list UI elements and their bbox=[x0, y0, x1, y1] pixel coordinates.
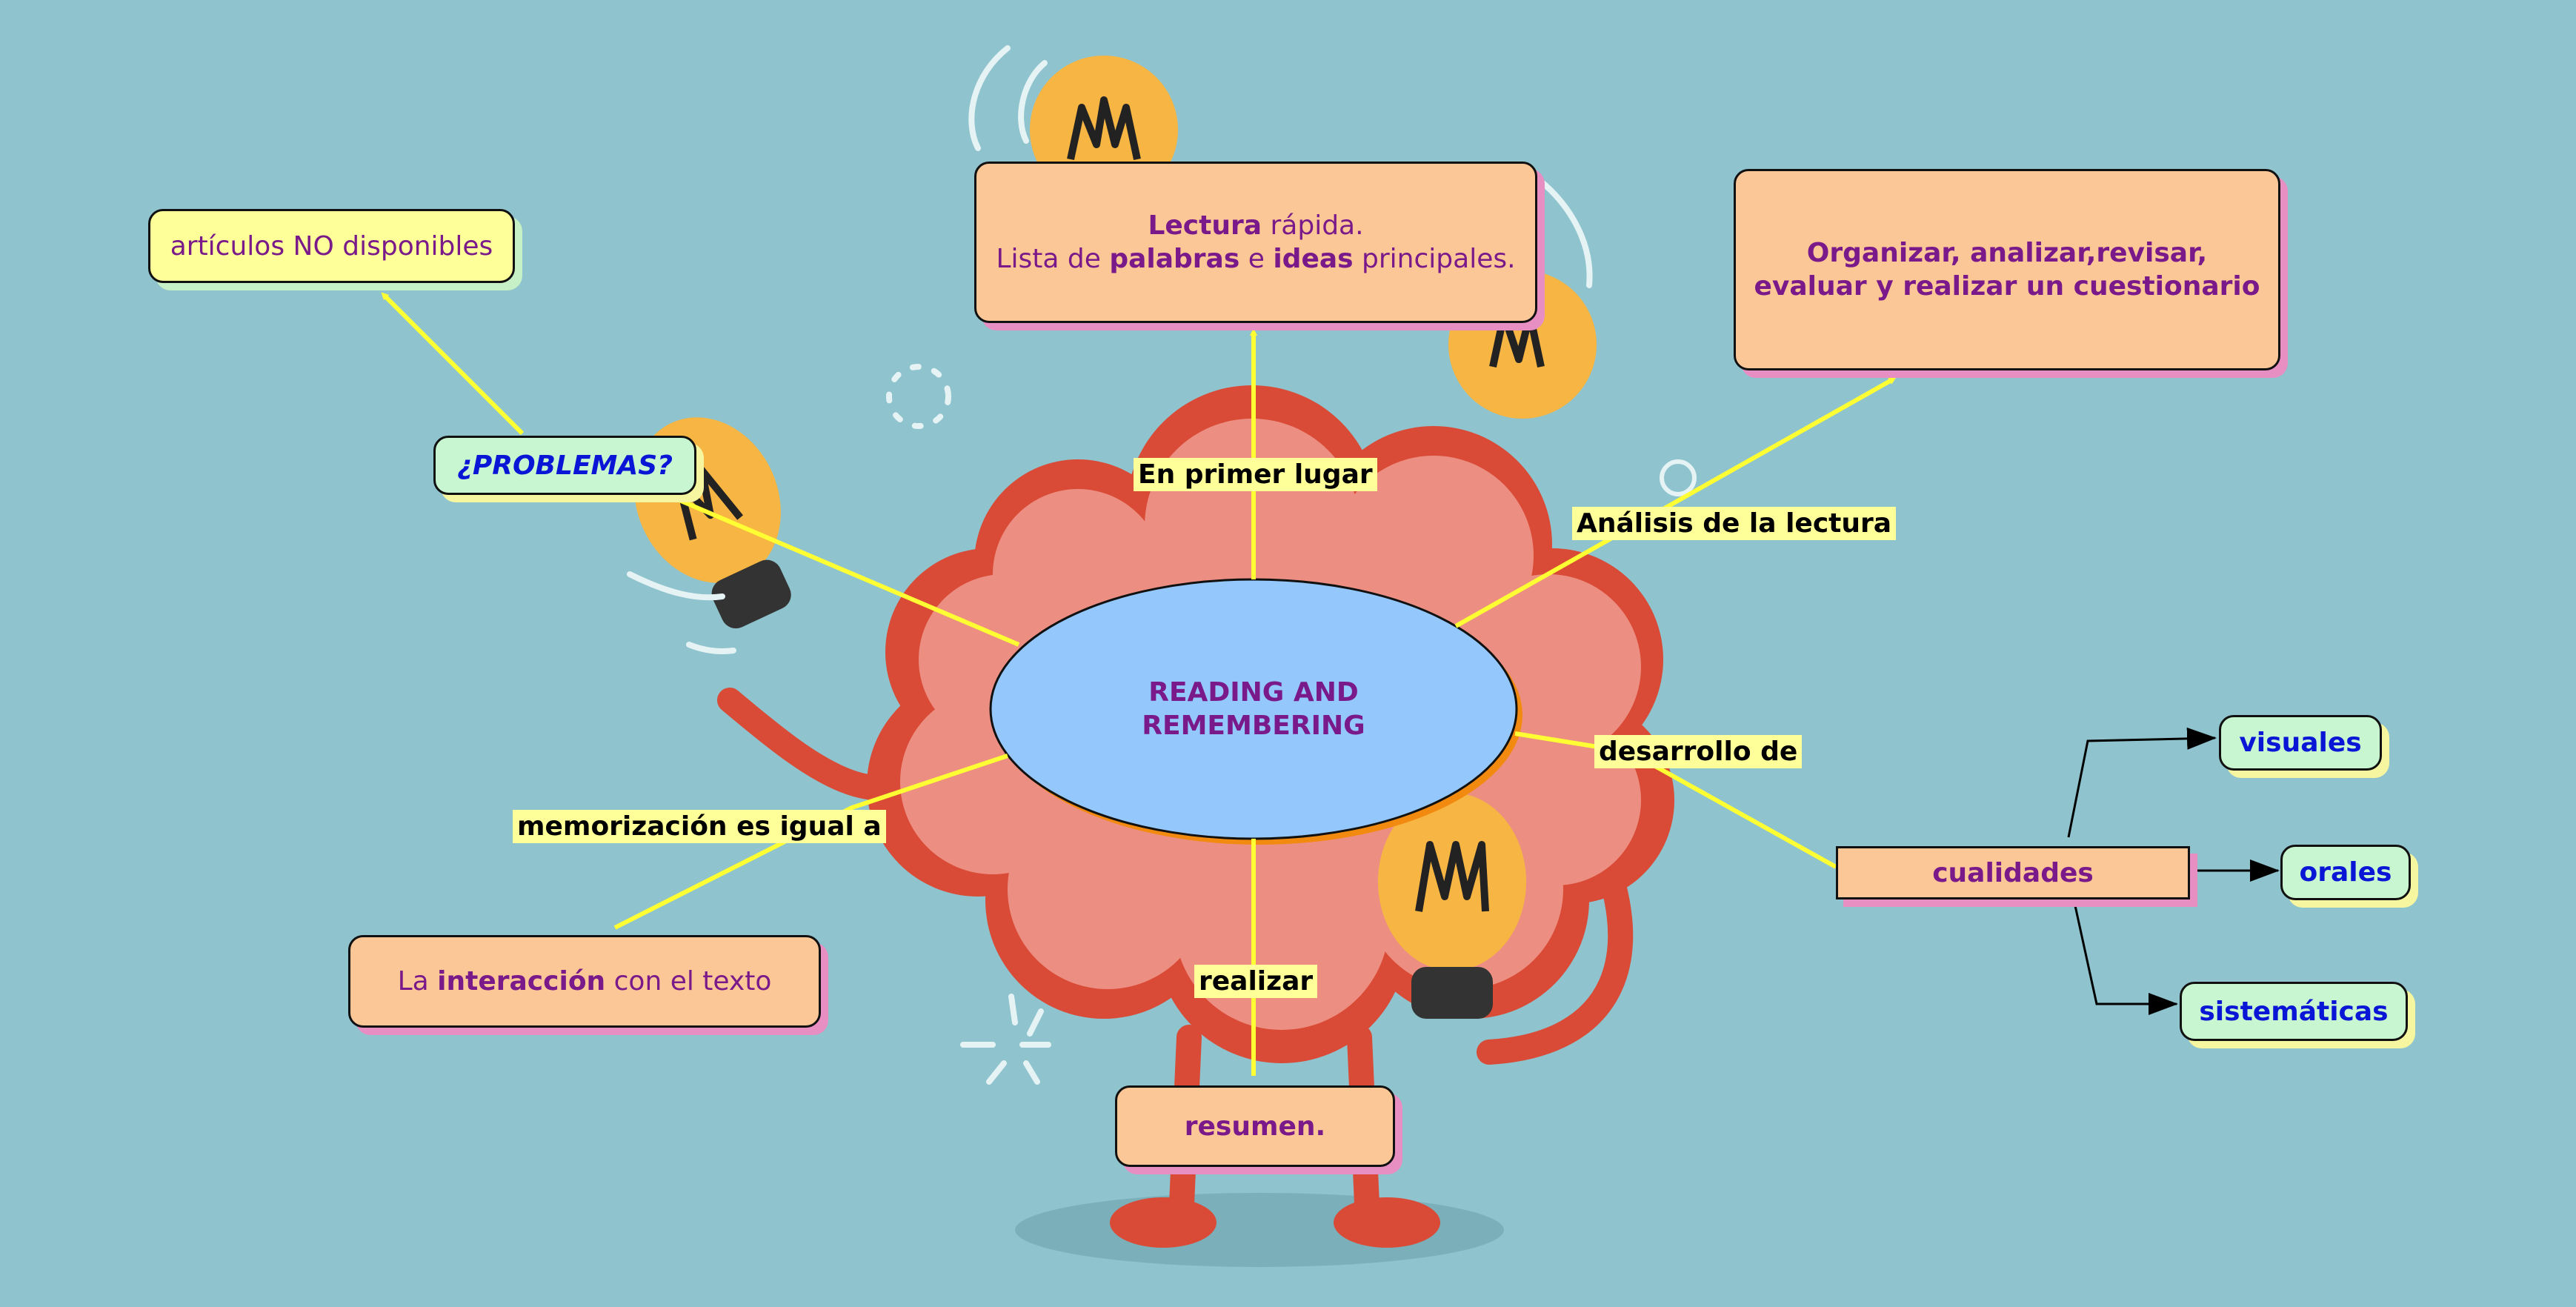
node-articulos[interactable]: artículos NO disponibles bbox=[148, 209, 515, 283]
organizar-line1: Organizar, analizar,revisar, bbox=[1806, 238, 2208, 268]
decor-sparks bbox=[627, 45, 1697, 1085]
node-lectura[interactable]: Lectura rápida. Lista de palabras e idea… bbox=[974, 162, 1537, 323]
link-label-analisis: Análisis de la lectura bbox=[1572, 507, 1897, 541]
edge-center-problemas bbox=[669, 494, 1020, 647]
interaccion-w2: interacción bbox=[437, 966, 606, 997]
lectura-w5: e bbox=[1239, 244, 1274, 274]
lectura-w1: Lectura bbox=[1148, 210, 1262, 241]
center-topic[interactable]: READING AND REMEMBERING bbox=[991, 579, 1516, 839]
edge-problemas-articulos bbox=[381, 292, 525, 436]
node-resumen[interactable]: resumen. bbox=[1115, 1085, 1395, 1167]
right-foot bbox=[1334, 1197, 1440, 1248]
link-label-desarrollo: desarrollo de bbox=[1594, 735, 1803, 769]
bulb-bottom-right bbox=[1378, 793, 1526, 1019]
node-interaccion[interactable]: La interacción con el texto bbox=[348, 935, 821, 1028]
edge-center-organizar bbox=[1454, 377, 1897, 628]
lectura-w7: principales. bbox=[1353, 244, 1516, 274]
center-topic-line2: REMEMBERING bbox=[1142, 711, 1365, 741]
link-label-primer: En primer lugar bbox=[1134, 458, 1377, 492]
cualidades-label: cualidades bbox=[1932, 857, 2094, 888]
link-label-memorizacion: memorización es igual a bbox=[513, 810, 886, 844]
node-organizar[interactable]: Organizar, analizar,revisar, evaluar y r… bbox=[1734, 169, 2280, 370]
interaccion-w3: con el texto bbox=[605, 966, 772, 997]
lectura-w3: Lista de bbox=[996, 244, 1110, 274]
organizar-line2: evaluar y realizar un cuestionario bbox=[1754, 271, 2260, 302]
node-visuales[interactable]: visuales bbox=[2219, 715, 2382, 771]
problemas-label: ¿PROBLEMAS? bbox=[456, 450, 673, 481]
node-orales[interactable]: orales bbox=[2280, 845, 2411, 900]
visuales-label: visuales bbox=[2239, 728, 2362, 758]
node-cualidades[interactable]: cualidades bbox=[1836, 846, 2190, 899]
articulos-label: artículos NO disponibles bbox=[170, 230, 493, 262]
left-foot bbox=[1110, 1197, 1217, 1248]
link-label-realizar: realizar bbox=[1194, 965, 1318, 999]
lectura-w2: rápida. bbox=[1262, 210, 1364, 241]
center-topic-line1: READING AND bbox=[1148, 677, 1359, 708]
lectura-w6: ideas bbox=[1273, 244, 1354, 274]
sistematicas-label: sistemáticas bbox=[2199, 996, 2389, 1027]
interaccion-w1: La bbox=[397, 966, 438, 997]
lectura-w4: palabras bbox=[1109, 244, 1240, 274]
node-sistematicas[interactable]: sistemáticas bbox=[2180, 982, 2408, 1041]
orales-label: orales bbox=[2299, 857, 2392, 888]
resumen-label: resumen. bbox=[1184, 1111, 1326, 1142]
edge-cualidades-visuales bbox=[2067, 727, 2217, 838]
node-problemas[interactable]: ¿PROBLEMAS? bbox=[433, 436, 696, 495]
edge-cualidades-sistematicas bbox=[2073, 902, 2178, 1015]
edge-center-interaccion bbox=[613, 754, 1008, 930]
